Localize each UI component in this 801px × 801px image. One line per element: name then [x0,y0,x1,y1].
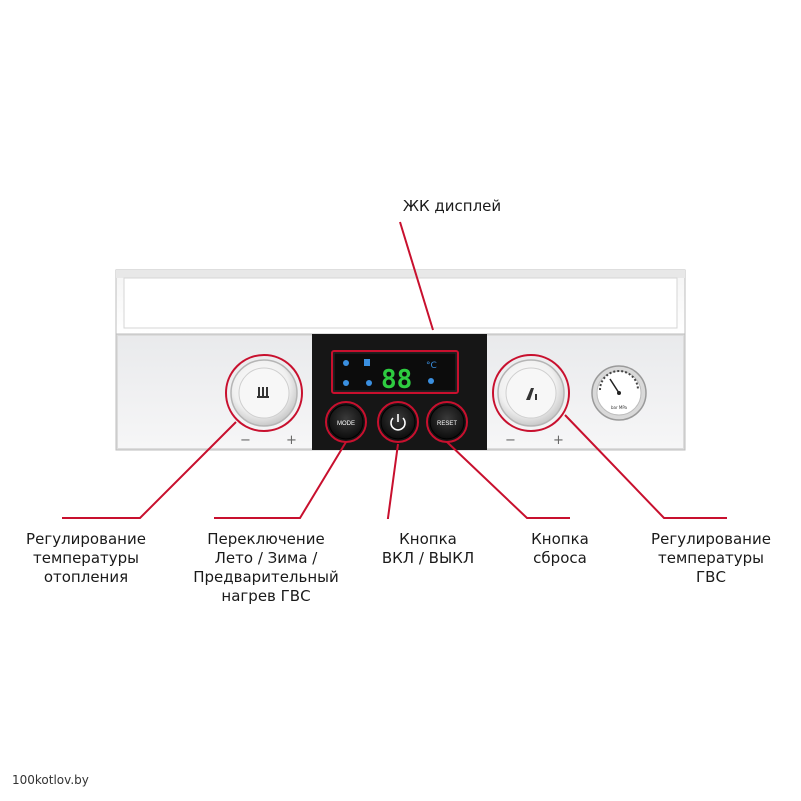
panel-top-cover [115,269,686,335]
gauge-units: bar MPa [611,405,628,410]
display-digits: 88 [381,365,412,395]
mode-button-label: MODE [337,421,355,427]
power-button[interactable] [380,404,416,440]
heating-temperature-knob[interactable] [230,359,298,427]
tap-icon [364,359,370,366]
watermark: 100kotlov.by [12,773,89,787]
radiator-icon [257,387,269,398]
water-drop-icon [428,378,434,384]
reset-button-label: RESET [437,421,457,427]
wrench-icon [366,380,372,386]
radiator-icon [343,360,349,366]
heating-knob-plus: + [286,433,297,448]
dhw-knob-minus: − [505,433,516,448]
dhw-temperature-knob[interactable] [497,359,565,427]
power-button-label: Кнопка ВКЛ / ВЫКЛ [381,530,475,567]
display-unit: °C [426,361,437,371]
callout-leader-lines [62,221,727,519]
pressure-gauge: bar MPa [591,365,647,421]
tap-icon [526,388,537,400]
reset-button[interactable]: RESET [429,404,465,440]
heating-knob-minus: − [240,433,251,448]
dhw-control-label: Регулирование температуры ГВС [651,530,771,586]
dhw-knob-plus: + [553,433,564,448]
mode-button[interactable]: MODE [328,404,364,440]
lcd-display: 88 °C [333,352,457,395]
lcd-display-label: ЖК дисплей [402,197,502,215]
power-icon [390,414,406,431]
mode-switch-label: Переключение Лето / Зима / Предварительн… [193,530,339,605]
heating-control-label: Регулирование температуры отопления [26,530,146,586]
flame-icon [343,380,349,386]
reset-button-label-text: Кнопка сброса [531,530,589,567]
